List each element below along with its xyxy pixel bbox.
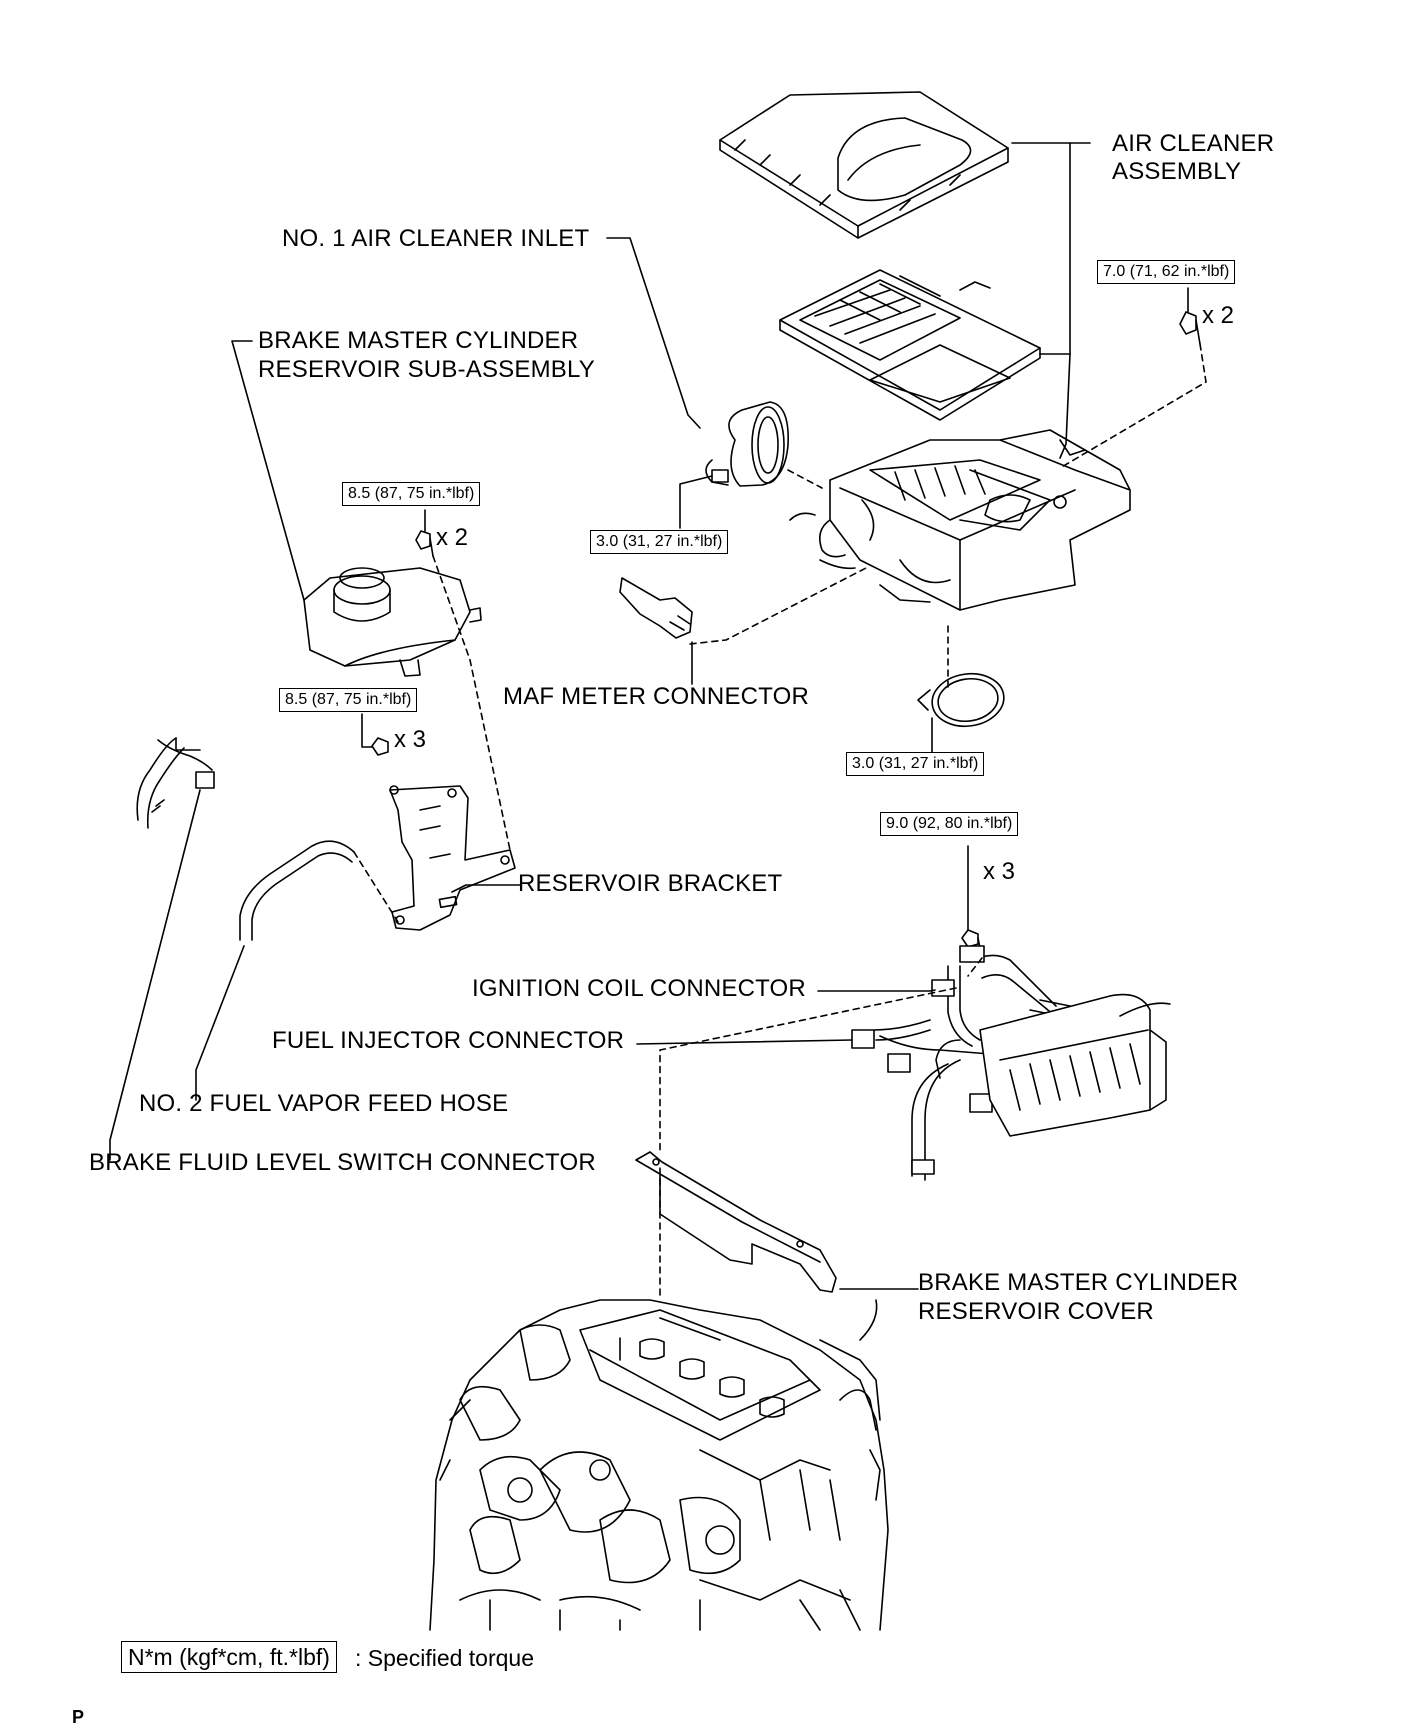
reservoir-bolt-qty: x 2 xyxy=(436,524,469,551)
maf-connector-drawing xyxy=(619,577,693,639)
air-cleaner-case-drawing xyxy=(789,429,1131,611)
bolt-icons xyxy=(371,311,1201,959)
air-cleaner-inlet-drawing xyxy=(705,401,789,487)
lower-clamp-torque: 3.0 (31, 27 in.*lbf) xyxy=(846,752,985,776)
bracket-bolt-qty: x 3 xyxy=(394,726,427,753)
brake-switch-harness-drawing xyxy=(136,737,215,829)
reservoir-cover-label-line1: BRAKE MASTER CYLINDER xyxy=(918,1269,1239,1296)
brake-reservoir-sub-assembly-label-line2: RESERVOIR SUB-ASSEMBLY xyxy=(258,356,595,383)
reservoir-bracket-drawing xyxy=(389,785,516,931)
injector-harness-drawing xyxy=(851,945,1171,1181)
brake-reservoir-sub-assembly-label-line1: BRAKE MASTER CYLINDER xyxy=(258,327,579,354)
hose-clamp-drawing xyxy=(917,672,1005,728)
no1-air-cleaner-inlet-label: NO. 1 AIR CLEANER INLET xyxy=(282,225,590,252)
air-cleaner-cap-drawing xyxy=(719,91,1009,239)
reservoir-bolt-torque: 8.5 (87, 75 in.*lbf) xyxy=(342,482,481,506)
reservoir-cover-drawing xyxy=(635,1151,837,1293)
engine-drawing xyxy=(429,1299,889,1631)
air-cleaner-bolt-qty: x 2 xyxy=(1202,302,1235,329)
bracket-bolt-torque: 8.5 (87, 75 in.*lbf) xyxy=(279,688,418,712)
leader-lines xyxy=(109,142,1189,1290)
inlet-clamp-torque: 3.0 (31, 27 in.*lbf) xyxy=(590,530,729,554)
air-filter-element-drawing xyxy=(779,269,1041,421)
air-cleaner-assembly-label-line2: ASSEMBLY xyxy=(1112,158,1242,185)
legend-description: : Specified torque xyxy=(355,1645,535,1671)
maf-meter-connector-label: MAF METER CONNECTOR xyxy=(503,683,810,710)
fuel-injector-connector-label: FUEL INJECTOR CONNECTOR xyxy=(272,1027,625,1054)
brake-reservoir-drawing xyxy=(303,567,482,677)
legend-torque-unit-box: N*m (kgf*cm, ft.*lbf) xyxy=(121,1641,337,1673)
air-cleaner-assembly-label-line1: AIR CLEANER xyxy=(1112,130,1275,157)
no2-fuel-vapor-feed-hose-label: NO. 2 FUEL VAPOR FEED HOSE xyxy=(139,1090,509,1117)
reservoir-bracket-label: RESERVOIR BRACKET xyxy=(518,870,783,897)
footer-code: P xyxy=(72,1707,85,1727)
injector-bolt-qty: x 3 xyxy=(983,858,1016,885)
injector-bolt-torque: 9.0 (92, 80 in.*lbf) xyxy=(880,812,1019,836)
reservoir-cover-label-line2: RESERVOIR COVER xyxy=(918,1298,1154,1325)
air-cleaner-bolt-torque: 7.0 (71, 62 in.*lbf) xyxy=(1097,260,1236,284)
brake-fluid-level-switch-connector-label: BRAKE FLUID LEVEL SWITCH CONNECTOR xyxy=(89,1149,596,1176)
ignition-coil-connector-label: IGNITION COIL CONNECTOR xyxy=(472,975,806,1002)
alignment-dashed-lines xyxy=(353,343,1207,1299)
fuel-vapor-hose-drawing xyxy=(239,840,355,941)
